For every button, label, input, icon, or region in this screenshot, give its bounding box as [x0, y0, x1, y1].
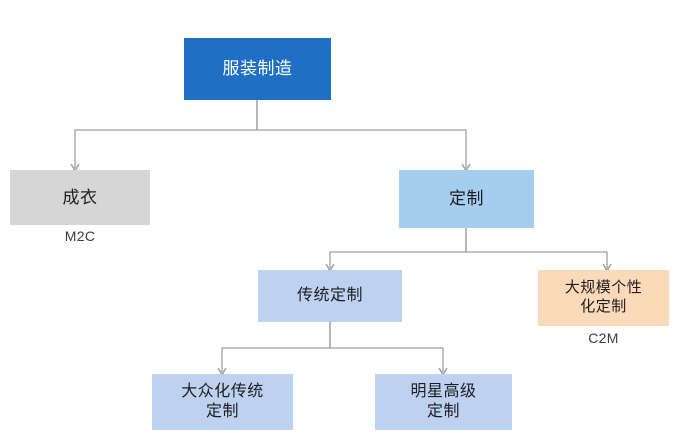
node-ready-made[interactable]: 成衣	[10, 170, 150, 225]
node-ready-made-label: 成衣	[62, 187, 98, 207]
node-popular-traditional-custom[interactable]: 大众化传统 定制	[152, 374, 293, 430]
node-traditional-custom[interactable]: 传统定制	[258, 270, 402, 322]
caption-mass-personalized-custom: C2M	[588, 330, 619, 346]
node-custom-label: 定制	[449, 189, 484, 209]
node-popular-traditional-custom-label: 大众化传统 定制	[181, 383, 264, 420]
node-root[interactable]: 服装制造	[184, 38, 331, 100]
node-star-premium-custom-label: 明星高级 定制	[410, 383, 477, 420]
node-mass-personalized-custom-label: 大规模个性 化定制	[564, 279, 643, 315]
node-custom[interactable]: 定制	[399, 170, 534, 228]
node-traditional-custom-label: 传统定制	[296, 287, 363, 304]
node-root-label: 服装制造	[222, 59, 293, 79]
node-mass-personalized-custom[interactable]: 大规模个性 化定制	[538, 270, 669, 326]
caption-ready-made: M2C	[64, 228, 96, 244]
node-star-premium-custom[interactable]: 明星高级 定制	[375, 374, 512, 430]
